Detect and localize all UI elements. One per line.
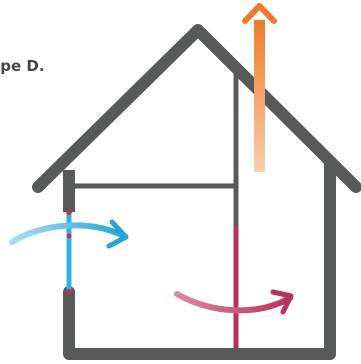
house-roof xyxy=(32,24,361,193)
ventilation-type-caption: Type D. xyxy=(0,57,45,75)
inlet-vent-mid-marker xyxy=(66,233,72,239)
inlet-arrow-head-icon xyxy=(106,219,129,249)
inlet-vent-bottom-marker xyxy=(66,289,72,295)
inlet-airflow-arrow xyxy=(9,222,127,245)
exhaust-duct-arrow-shaft xyxy=(254,20,265,172)
left-wall-lower xyxy=(63,286,336,360)
interior-airflow-arrow xyxy=(174,291,293,314)
exhaust-arrow-icon xyxy=(242,3,277,24)
interior-arrow-head-icon xyxy=(270,289,294,315)
inlet-vent-top-marker xyxy=(66,209,72,215)
